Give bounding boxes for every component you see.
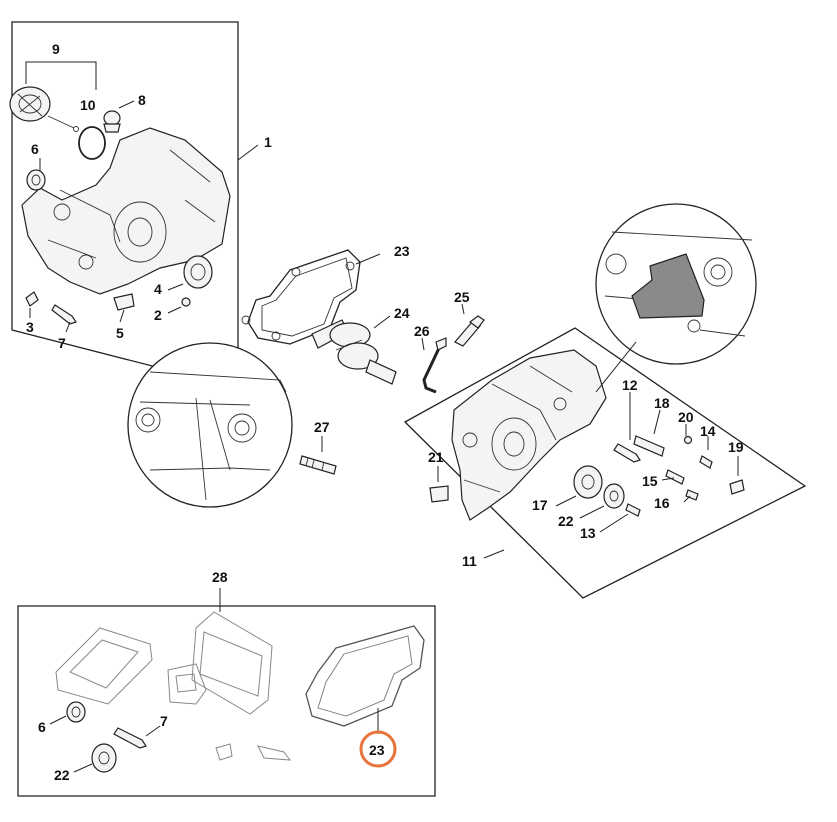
callout-9: 9 xyxy=(52,41,60,57)
callout-labels: 1 2 3 4 5 6 7 8 9 10 11 12 13 14 15 16 1… xyxy=(26,41,744,783)
plug-8 xyxy=(103,110,121,126)
callout-1: 1 xyxy=(264,134,272,150)
callout-20: 20 xyxy=(678,409,694,425)
gasket-small xyxy=(257,745,292,761)
o-ring-10 xyxy=(78,126,106,160)
gasket-tiny xyxy=(215,743,233,761)
pin-13 xyxy=(625,503,641,517)
stud-14 xyxy=(699,455,713,469)
callout-6-set: 6 xyxy=(38,719,46,735)
sleeve-5 xyxy=(113,293,135,311)
callout-5: 5 xyxy=(116,325,124,341)
callout-19: 19 xyxy=(728,439,744,455)
callout-18: 18 xyxy=(654,395,670,411)
gasket-cylinder xyxy=(55,627,153,705)
callout-25: 25 xyxy=(454,289,470,305)
screw-7 xyxy=(51,304,77,325)
pin-2 xyxy=(181,297,191,307)
gasket-set-group xyxy=(17,605,436,797)
oil-seal-6 xyxy=(26,169,46,191)
crankcase-gasket-23-set xyxy=(305,625,425,727)
callout-24: 24 xyxy=(394,305,410,321)
stud-18 xyxy=(633,435,665,457)
callout-15: 15 xyxy=(642,473,658,489)
pin-15 xyxy=(665,469,685,485)
oil-seal-22-set xyxy=(91,743,117,773)
callout-26: 26 xyxy=(414,323,430,339)
stud-27 xyxy=(299,455,337,475)
callout-17: 17 xyxy=(532,497,548,513)
crankcase-half-right xyxy=(451,349,607,521)
ball-bearing-17 xyxy=(573,465,603,499)
tube-26 xyxy=(422,337,447,394)
screw-12 xyxy=(613,443,641,463)
gasket-intake xyxy=(167,663,207,705)
crankcase-right-group xyxy=(403,327,807,599)
pin-20 xyxy=(683,435,693,445)
oil-seal-6-set xyxy=(66,701,86,723)
screw-7-set xyxy=(113,727,147,749)
oil-pump-assembly xyxy=(9,86,79,132)
sleeve-21 xyxy=(429,485,449,503)
callout-3: 3 xyxy=(26,319,34,335)
detail-magnifier-right xyxy=(595,203,757,393)
plug-8-ring xyxy=(103,123,121,133)
callout-23-set: 23 xyxy=(369,742,385,758)
sleeve-19 xyxy=(729,479,745,495)
crankshaft-24 xyxy=(311,319,397,385)
crankcase-left-group xyxy=(9,21,239,389)
callout-7: 7 xyxy=(58,335,66,351)
callout-10: 10 xyxy=(80,97,96,113)
callout-22: 22 xyxy=(558,513,574,529)
oil-seal-22 xyxy=(603,483,625,509)
callout-23: 23 xyxy=(394,243,410,259)
leader-lines xyxy=(25,61,739,773)
ball-bearing-4 xyxy=(183,255,213,289)
screw-25 xyxy=(454,315,485,347)
callout-2: 2 xyxy=(154,307,162,323)
callout-13: 13 xyxy=(580,525,596,541)
highlighted-part-grey xyxy=(631,253,705,319)
crankcase-gasket-23 xyxy=(241,249,361,345)
callout-4: 4 xyxy=(154,281,162,297)
group-box-28 xyxy=(17,605,436,797)
callout-28: 28 xyxy=(212,569,228,585)
gasket-square xyxy=(191,611,273,715)
crankcase-half-left xyxy=(21,127,231,295)
callout-11: 11 xyxy=(462,553,477,569)
callout-6: 6 xyxy=(31,141,39,157)
callout-21: 21 xyxy=(428,449,444,465)
callout-22-set: 22 xyxy=(54,767,70,783)
callout-27: 27 xyxy=(314,419,330,435)
group-box-11 xyxy=(403,327,807,599)
callout-8: 8 xyxy=(138,92,146,108)
callout-23-highlight-ring xyxy=(359,730,397,768)
callout-12: 12 xyxy=(622,377,638,393)
callout-14: 14 xyxy=(700,423,716,439)
callout-7-set: 7 xyxy=(160,713,168,729)
callout-16: 16 xyxy=(654,495,670,511)
detail-magnifier-left xyxy=(127,342,293,508)
pin-3 xyxy=(25,291,39,307)
pin-16 xyxy=(685,489,699,501)
